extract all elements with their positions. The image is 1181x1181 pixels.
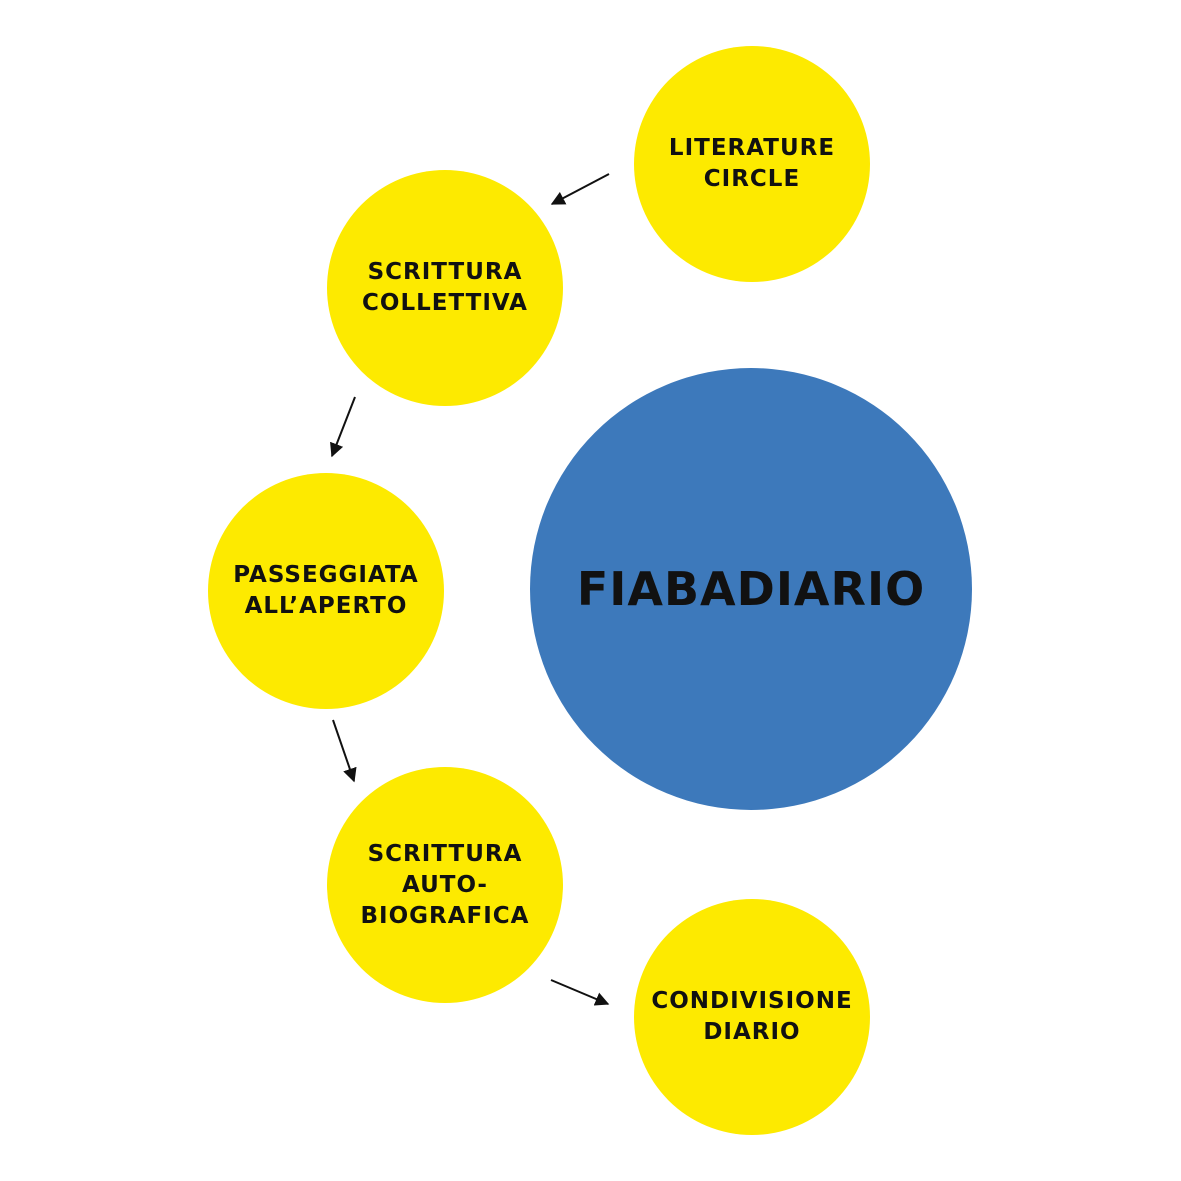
center-circle-fiabadiario: FIABADIARIO: [530, 368, 972, 810]
step-scrittura-collettiva: SCRITTURA COLLETTIVA: [327, 170, 563, 406]
step-label-scrittura-autobiografica: SCRITTURA AUTO- BIOGRAFICA: [360, 840, 530, 929]
arrow-collettiva-to-passeggiata: [330, 396, 356, 458]
step-scrittura-autobiografica: SCRITTURA AUTO- BIOGRAFICA: [327, 767, 563, 1003]
step-condivisione-diario: CONDIVISIONE DIARIO: [634, 899, 870, 1135]
step-literature-circle: LITERATURE CIRCLE: [634, 46, 870, 282]
arrow-passeggiata-to-autobiografica: [332, 719, 357, 783]
step-label-scrittura-collettiva: SCRITTURA COLLETTIVA: [362, 259, 528, 316]
arrow-autobiografica-to-condivisione: [550, 979, 610, 1006]
step-label-condivisione-diario: CONDIVISIONE DIARIO: [651, 988, 853, 1045]
arrow-literature-to-collettiva: [550, 173, 610, 205]
step-passeggiata-all-aperto: PASSEGGIATA ALL’APERTO: [208, 473, 444, 709]
step-label-passeggiata-all-aperto: PASSEGGIATA ALL’APERTO: [233, 562, 419, 619]
center-label: FIABADIARIO: [576, 562, 926, 616]
step-label-literature-circle: LITERATURE CIRCLE: [668, 135, 836, 192]
